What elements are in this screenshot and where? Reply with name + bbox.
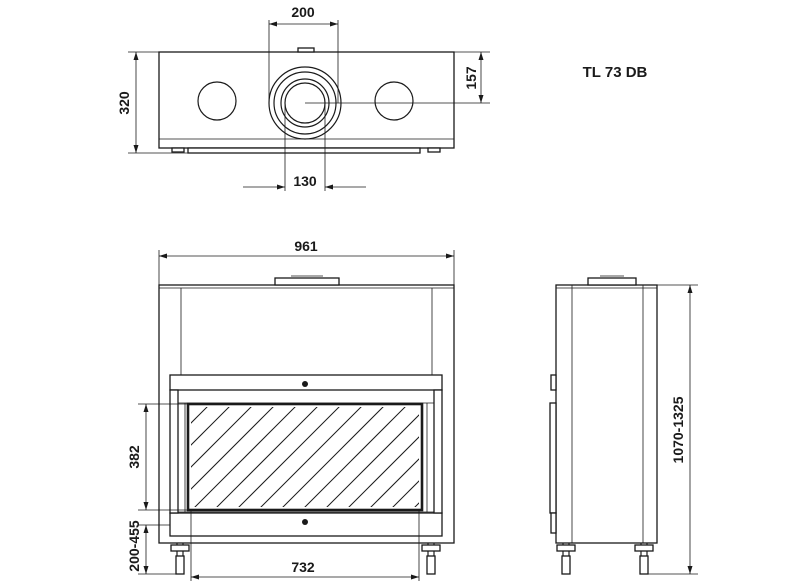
side-door-profile bbox=[549, 402, 557, 514]
dim-320-label: 320 bbox=[116, 91, 132, 115]
front-view: 961 382 200-455 732 bbox=[126, 238, 455, 581]
glass-hatching bbox=[191, 407, 419, 507]
dim-732: 732 bbox=[190, 510, 420, 581]
side-door-bottom-bracket bbox=[550, 512, 557, 534]
dim-1070-1325: 1070-1325 bbox=[648, 284, 698, 575]
dim-961-label: 961 bbox=[294, 238, 318, 254]
door-bottom-knob bbox=[302, 519, 308, 525]
side-view-body bbox=[555, 284, 658, 544]
top-view-body bbox=[158, 51, 455, 149]
model-title: TL 73 DB bbox=[583, 64, 648, 81]
front-left-leg bbox=[170, 543, 190, 575]
dim-732-label: 732 bbox=[291, 559, 315, 575]
dim-130-label: 130 bbox=[293, 173, 317, 189]
top-view: 200 320 157 130 bbox=[116, 4, 490, 191]
dim-157-label: 157 bbox=[463, 66, 479, 90]
side-flue-collar bbox=[587, 277, 637, 286]
top-view-front-plate bbox=[187, 147, 421, 154]
side-door-top-bracket bbox=[550, 374, 557, 391]
dim-200-label: 200 bbox=[291, 4, 315, 20]
dim-961: 961 bbox=[158, 238, 455, 285]
dim-320: 320 bbox=[116, 51, 188, 154]
dim-382-label: 382 bbox=[126, 445, 142, 469]
front-flue-collar bbox=[274, 277, 340, 286]
left-air-opening bbox=[197, 81, 237, 121]
dim-200-455-label: 200-455 bbox=[126, 520, 142, 572]
right-air-opening bbox=[374, 81, 414, 121]
dim-382: 382 bbox=[126, 403, 188, 511]
dim-157: 157 bbox=[305, 51, 490, 104]
top-view-left-tab bbox=[171, 147, 185, 153]
dim-200: 200 bbox=[268, 4, 339, 103]
front-right-leg bbox=[421, 543, 441, 575]
dim-1070-1325-label: 1070-1325 bbox=[670, 396, 686, 463]
top-view-top-tab bbox=[297, 47, 315, 53]
dim-130: 130 bbox=[243, 103, 366, 191]
door-right-jamb bbox=[433, 389, 443, 514]
dim-200-455: 200-455 bbox=[126, 520, 176, 575]
side-right-leg bbox=[634, 543, 654, 575]
side-left-leg bbox=[556, 543, 576, 575]
top-view-right-tab bbox=[427, 147, 441, 153]
side-view: 1070-1325 bbox=[549, 275, 698, 575]
door-left-jamb bbox=[169, 389, 179, 514]
glass-panel bbox=[186, 402, 424, 512]
door-top-knob bbox=[302, 381, 308, 387]
